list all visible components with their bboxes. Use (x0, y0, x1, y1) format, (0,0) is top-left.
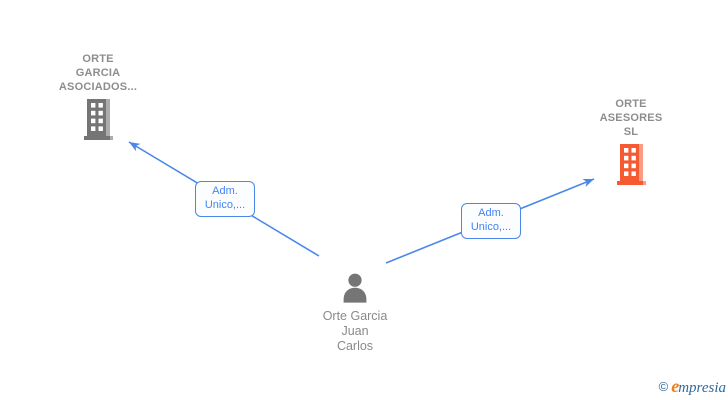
company-name-line: ASOCIADOS... (58, 81, 138, 93)
edge-label-line: Unico,... (204, 199, 246, 211)
person-name: Orte Garcia Juan Carlos (305, 309, 405, 354)
node-person-orte-garcia-juan-carlos[interactable]: Orte Garcia Juan Carlos (305, 268, 405, 354)
edge-label-line: Adm. (478, 207, 504, 219)
person-name-line: Orte Garcia (322, 309, 388, 323)
company-name-line: ASESORES (599, 112, 663, 124)
edge-label-adm-unico-left[interactable]: Adm. Unico,... (195, 181, 255, 217)
brand-initial: e (671, 376, 680, 396)
building-icon (581, 144, 681, 185)
company-name-line: ORTE (615, 98, 647, 110)
company-name: ORTE GARCIA ASOCIADOS... (48, 48, 148, 94)
edge-label-adm-unico-right[interactable]: Adm. Unico,... (461, 203, 521, 239)
empresia-watermark[interactable]: ©empresia (659, 376, 726, 398)
company-name: ORTE ASESORES SL (581, 93, 681, 139)
person-name-line: Carlos (336, 339, 374, 353)
copyright-icon: © (658, 379, 669, 394)
person-name-line: Juan (341, 324, 369, 338)
company-name-line: GARCIA (75, 67, 121, 79)
company-name-line: SL (623, 126, 639, 138)
edge-label-line: Unico,... (470, 221, 512, 233)
building-icon (48, 99, 148, 140)
company-name-line: ORTE (82, 53, 114, 65)
person-icon (305, 273, 405, 303)
edge-label-line: Adm. (212, 185, 238, 197)
node-company-orte-garcia-asociados[interactable]: ORTE GARCIA ASOCIADOS... (48, 48, 148, 140)
node-company-orte-asesores-sl[interactable]: ORTE ASESORES SL (581, 93, 681, 185)
brand-name: mpresia (678, 380, 726, 396)
